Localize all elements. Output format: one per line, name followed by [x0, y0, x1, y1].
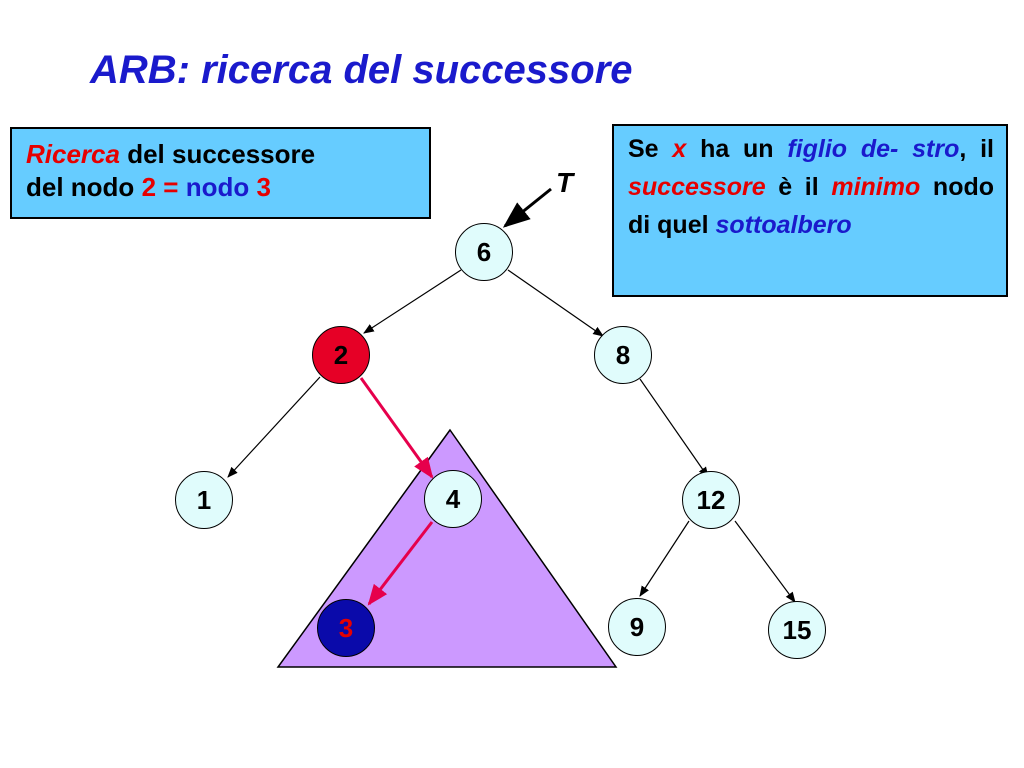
rule-w9: minimo	[831, 173, 921, 201]
task-word-ricerca: Ricerca	[26, 139, 120, 169]
rule-w4: figlio de-	[787, 135, 899, 163]
root-pointer-arrow	[502, 187, 552, 228]
task-equals: =	[163, 172, 179, 202]
node-15: 15	[768, 601, 826, 659]
search-path-2-4	[359, 377, 434, 479]
rule-w3: ha un	[700, 135, 774, 163]
rule-w10: nodo di quel	[628, 173, 995, 239]
node-1: 1	[175, 471, 233, 529]
rule-w11: sottoalbero	[715, 211, 852, 239]
rule-w7: successore	[628, 173, 766, 201]
rule-w6: , il	[959, 135, 994, 163]
node-2: 2	[312, 326, 370, 384]
rule-w2: x	[672, 135, 687, 163]
edge-8-12	[639, 378, 709, 478]
search-path-4-3	[367, 521, 434, 606]
rule-w8: è il	[778, 173, 819, 201]
task-node-b: 3	[256, 172, 271, 202]
node-4: 4	[424, 470, 482, 528]
task-text-2: del nodo	[26, 172, 135, 202]
node-6: 6	[455, 223, 513, 281]
node-12: 12	[682, 471, 740, 529]
rule-w5: stro	[912, 135, 960, 163]
node-9: 9	[608, 598, 666, 656]
rule-w1: Se	[628, 135, 659, 163]
edge-6-8	[507, 269, 604, 337]
node-8: 8	[594, 326, 652, 384]
task-node-a: 2	[141, 172, 157, 202]
node-3: 3	[317, 599, 375, 657]
rule-box: Se x ha un figlio de- stro, il successor…	[612, 124, 1008, 297]
edge-2-1	[227, 376, 321, 478]
edge-6-2	[363, 269, 462, 334]
task-text-3: nodo	[185, 172, 250, 202]
edge-12-9	[639, 520, 690, 597]
task-box: Ricerca del successore del nodo 2 = nodo…	[10, 127, 431, 219]
task-text-1: del successore	[127, 139, 316, 169]
edge-12-15	[734, 520, 796, 603]
slide-title: ARB: ricerca del successore	[90, 48, 633, 92]
tree-root-label: T	[556, 167, 574, 198]
